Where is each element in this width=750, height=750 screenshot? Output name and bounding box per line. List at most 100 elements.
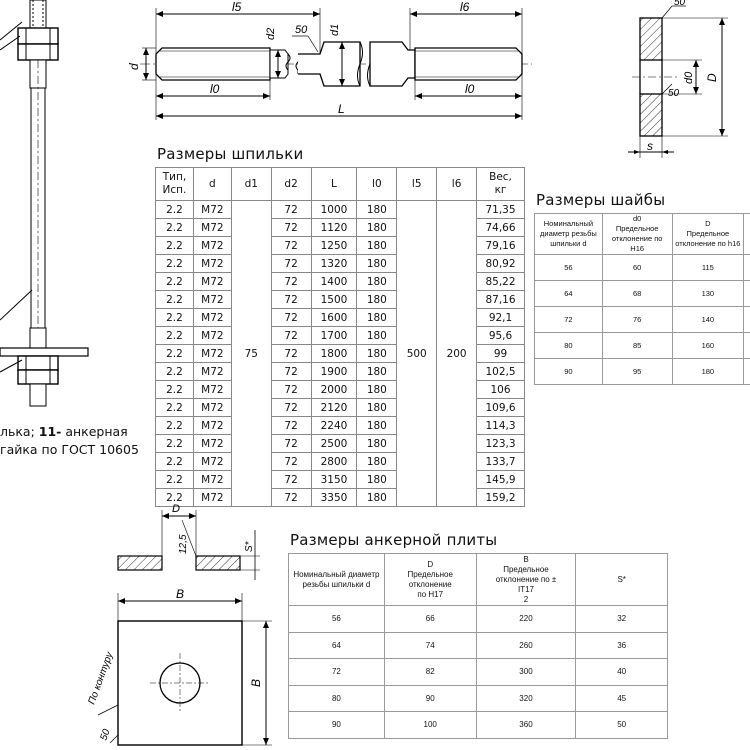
cell-d2: 72 [270, 308, 312, 327]
table-cell-cut [743, 358, 750, 385]
caption-text: анкерная [61, 424, 128, 439]
cell-l0: 180 [356, 380, 398, 399]
table-header: d [192, 167, 232, 201]
stud-drawing: l5 l6 d2 50 d1 d l0 l0 L [127, 0, 532, 120]
cell-d: M72 [192, 218, 232, 237]
cell-d2: 72 [270, 326, 312, 345]
cell-weight: 99 [476, 344, 525, 363]
cell-d2: 72 [270, 416, 312, 435]
dim-l6: l6 [460, 0, 470, 14]
cell-L: 2800 [310, 452, 358, 471]
cell-d2: 72 [270, 488, 312, 507]
cell-l0: 180 [356, 452, 398, 471]
dim-l0-left: l0 [210, 82, 220, 96]
table-cell-cut [743, 280, 750, 307]
cell-d: M72 [192, 398, 232, 417]
cell-L: 1700 [310, 326, 358, 345]
cell-type: 2.2 [155, 416, 194, 435]
table-cell: 100 [383, 711, 477, 739]
table-cell: 68 [601, 280, 673, 307]
plate-50: 50 [98, 727, 112, 742]
table-header: l5 [396, 167, 438, 201]
cell-weight: 85,22 [476, 272, 525, 291]
plate-radius: 12,5 [178, 534, 189, 554]
cell-d: M72 [192, 308, 232, 327]
dim-l0-right: l0 [465, 82, 475, 96]
cell-L: 1800 [310, 344, 358, 363]
cell-l0: 180 [356, 308, 398, 327]
plate-table-title: Размеры анкерной плиты [290, 531, 498, 549]
table-cell: 36 [575, 631, 668, 659]
table-cell: 360 [475, 711, 577, 739]
cell-weight: 95,6 [476, 326, 525, 345]
washer-table-title: Размеры шайбы [536, 191, 666, 209]
table-cell: 90 [383, 684, 477, 712]
cell-d2: 72 [270, 218, 312, 237]
table-cell-cut [743, 254, 750, 281]
cell-l0: 180 [356, 362, 398, 381]
cell-d2: 72 [270, 200, 312, 219]
cell-weight: 159,2 [476, 488, 525, 507]
cell-l0: 180 [356, 200, 398, 219]
cell-d2: 72 [270, 398, 312, 417]
cell-d: M72 [192, 362, 232, 381]
cell-weight: 106 [476, 380, 525, 399]
table-cell: 82 [383, 658, 477, 686]
table-cell: 85 [601, 332, 673, 359]
cell-weight: 87,16 [476, 290, 525, 309]
cell-l0: 180 [356, 218, 398, 237]
cell-weight: 133,7 [476, 452, 525, 471]
cell-d: M72 [192, 200, 232, 219]
table-header: S* [575, 553, 668, 606]
cell-d2: 72 [270, 272, 312, 291]
caption-text: лька; [0, 424, 39, 439]
dim-d: d [127, 63, 141, 70]
table-cell: 80 [534, 332, 603, 359]
table-cell: 74 [383, 631, 477, 659]
cell-l0: 180 [356, 416, 398, 435]
cell-weight: 109,6 [476, 398, 525, 417]
table-header: d1 [230, 167, 272, 201]
cell-d2: 72 [270, 236, 312, 255]
cell-d2: 72 [270, 254, 312, 273]
cell-type: 2.2 [155, 380, 194, 399]
plate-contour-label: По контуру [86, 650, 115, 706]
cell-d: M72 [192, 290, 232, 309]
plate-B-top: B [176, 587, 184, 601]
cell-L: 1120 [310, 218, 358, 237]
bolt-assembly-drawing [0, 0, 89, 407]
table-header: Вес,кг [476, 167, 525, 201]
cell-weight: 71,35 [476, 200, 525, 219]
cell-d2: 72 [270, 452, 312, 471]
cell-L: 1250 [310, 236, 358, 255]
dim-l5: l5 [232, 0, 242, 14]
table-cell: 130 [671, 280, 745, 307]
table-cell-cut [743, 332, 750, 359]
cell-weight: 74,66 [476, 218, 525, 237]
cell-weight: 79,16 [476, 236, 525, 255]
table-header: Тип,Исп. [155, 167, 194, 201]
cell-type: 2.2 [155, 290, 194, 309]
cell-type: 2.2 [155, 398, 194, 417]
table-cell: 220 [475, 605, 577, 633]
cell-d2: 72 [270, 380, 312, 399]
table-cell: 50 [575, 711, 668, 739]
washer-50-mid: 50 [668, 88, 680, 99]
table-cell: 300 [475, 658, 577, 686]
table-cell: 66 [383, 605, 477, 633]
cell-type: 2.2 [155, 434, 194, 453]
cell-d: M72 [192, 326, 232, 345]
table-header: d2 [270, 167, 312, 201]
